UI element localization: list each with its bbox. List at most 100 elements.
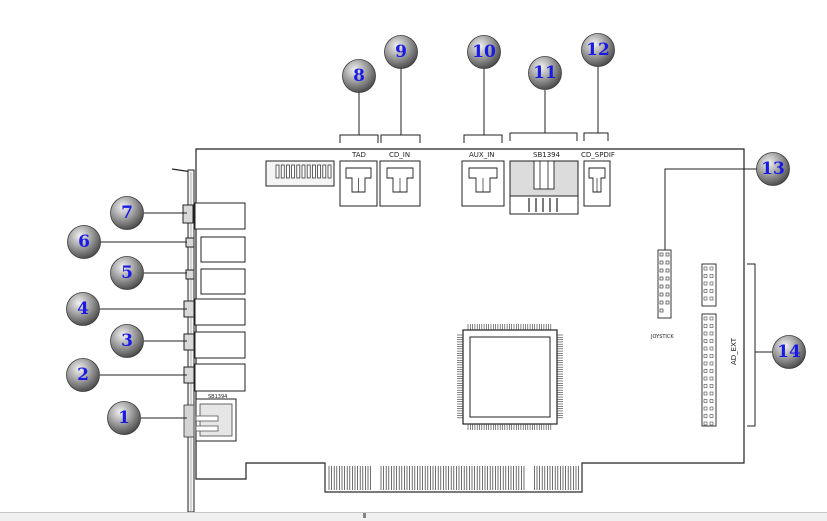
callout-9: 9 [384, 35, 418, 69]
adext-pin [709, 369, 714, 373]
joystick-pin [659, 300, 664, 305]
callout-14: 14 [772, 335, 806, 369]
adext-pin [709, 324, 714, 328]
callout-8: 8 [342, 59, 376, 93]
callout-8-number: 8 [353, 66, 365, 86]
joystick-pin [659, 276, 664, 281]
adext-pin [709, 384, 714, 388]
sb1394-header: SB1394 [509, 151, 579, 215]
scrollbar-grip-icon[interactable]: III [362, 512, 366, 520]
callout-2: 2 [66, 358, 100, 392]
header-pin [275, 164, 280, 179]
adext-pin [709, 421, 714, 426]
header-pin [322, 164, 327, 179]
callout-11: 11 [528, 56, 562, 90]
adext-pin [703, 316, 708, 321]
adext-pin [703, 354, 708, 358]
adext-pin [709, 376, 714, 381]
joystick-pin [665, 300, 670, 305]
cd-in-label: CD_IN [389, 151, 410, 159]
callout-bubbles: 1 2 3 4 5 6 7 8 [66, 33, 806, 435]
header-pin [280, 164, 285, 179]
adext-pin [709, 316, 714, 321]
callout-3-number: 3 [121, 331, 133, 351]
callout-10-number: 10 [472, 42, 496, 62]
adext-pin [703, 296, 708, 301]
adext-pin [709, 331, 714, 336]
joystick-pin [665, 276, 670, 281]
adext-pin [709, 274, 714, 278]
main-audio-chip [457, 324, 563, 430]
ad-ext-header: AD_EXT [701, 263, 738, 427]
adext-pin [709, 339, 714, 343]
joystick-label: JOYSTICK [650, 334, 674, 340]
cd-spdif-connector: CD_SPDIF [581, 151, 615, 207]
callout-7: 7 [110, 196, 144, 230]
joystick-header: JOYSTICK [650, 249, 674, 340]
cd-in-connector: CD_IN [379, 151, 421, 207]
adext-pin [703, 421, 708, 426]
callout-9-number: 9 [395, 42, 407, 62]
adext-pin [703, 361, 708, 366]
callout-4-number: 4 [77, 299, 89, 319]
adext-pin [703, 406, 708, 411]
callout-10: 10 [467, 35, 501, 69]
adext-pin [703, 289, 708, 293]
pci-edge-connector [324, 463, 583, 493]
callout-4: 4 [66, 292, 100, 326]
callout-lines [100, 66, 772, 427]
header-pin [296, 164, 301, 179]
callout-12-number: 12 [586, 40, 610, 60]
joystick-pin [659, 284, 664, 289]
adext-pin [703, 346, 708, 351]
joystick-pin [659, 260, 664, 265]
horizontal-scrollbar[interactable]: III [0, 512, 827, 521]
audio-jack-stack [182, 202, 246, 392]
callout-7-number: 7 [121, 203, 133, 223]
cd-spdif-label: CD_SPDIF [581, 151, 615, 159]
joystick-pin [665, 268, 670, 273]
callout-14-number: 14 [777, 342, 801, 362]
adext-pin [709, 266, 714, 271]
callout-13: 13 [756, 152, 790, 186]
joystick-pin [659, 268, 664, 273]
adext-pin [703, 274, 708, 278]
adext-pin [709, 281, 714, 286]
callout-11-number: 11 [533, 63, 557, 83]
sb1394-header-label: SB1394 [533, 151, 561, 159]
callout-5: 5 [110, 256, 144, 290]
callout-5-number: 5 [121, 263, 133, 283]
joystick-pin [659, 308, 664, 313]
tad-connector: TAD [339, 151, 378, 207]
adext-pin [709, 414, 714, 418]
adext-pin [703, 339, 708, 343]
joystick-pin [665, 260, 670, 265]
adext-pin [709, 391, 714, 396]
ad-ext-label: AD_EXT [730, 337, 738, 365]
adext-pin [703, 399, 708, 403]
adext-pin [703, 391, 708, 396]
callout-12: 12 [581, 33, 615, 67]
adext-pin [709, 296, 714, 301]
header-pin [312, 164, 316, 179]
adext-pin [703, 384, 708, 388]
callout-2-number: 2 [77, 365, 89, 385]
adext-pin [709, 289, 714, 293]
adext-pin [709, 346, 714, 351]
header-pin [301, 164, 306, 179]
adext-pin [703, 369, 708, 373]
joystick-pin [665, 292, 670, 297]
tad-label: TAD [351, 151, 366, 159]
adext-pin [703, 324, 708, 328]
adext-pin [703, 331, 708, 336]
top-left-header [265, 160, 335, 187]
joystick-pin [665, 252, 670, 257]
callout-6: 6 [67, 225, 101, 259]
adext-pin [709, 406, 714, 411]
header-pin [306, 164, 311, 179]
adext-pin [709, 399, 714, 403]
callout-6-number: 6 [78, 232, 90, 252]
joystick-pin [659, 292, 664, 297]
aux-in-label: AUX_IN [469, 151, 495, 159]
